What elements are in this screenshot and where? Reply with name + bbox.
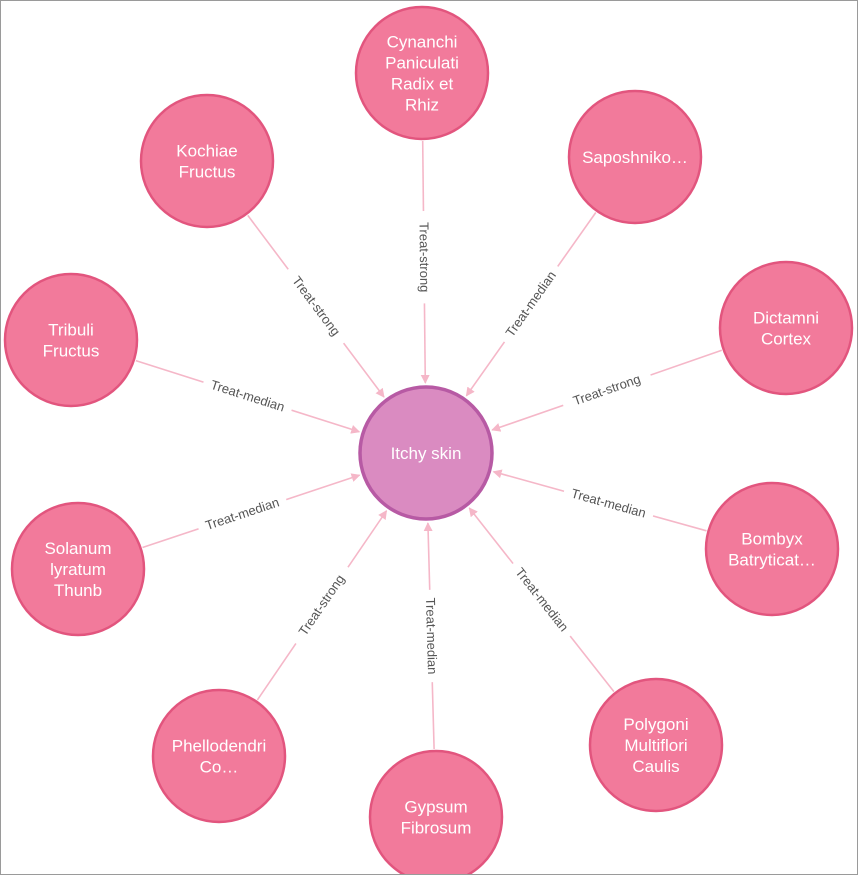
center-node[interactable]: Itchy skin (358, 385, 494, 521)
node-label-dictamni-line-0: Dictamni (753, 309, 819, 328)
node-label-polygoni-line-0: Polygoni (623, 715, 688, 734)
node-label-cynanchi-line-2: Radix et (391, 75, 454, 94)
node-label-bombyx-line-1: Batryticat… (728, 551, 816, 570)
edge-label-background (282, 263, 351, 348)
edge-label-dictamni: Treat-strong (571, 371, 642, 408)
node-label-dictamni-line-1: Cortex (761, 330, 812, 349)
edge-label-cynanchi: Treat-strong (417, 222, 433, 292)
edge-label-group-phellodendri: Treat-strong (288, 562, 354, 648)
node-label-gypsum-line-1: Fibrosum (401, 819, 472, 838)
node-circle-solanum[interactable] (10, 501, 146, 637)
edge-label-background (422, 589, 442, 683)
node-label-bombyx-line-0: Bombyx (741, 530, 803, 549)
node-circle-polygoni[interactable] (588, 677, 724, 813)
center-node-circle[interactable] (358, 385, 494, 521)
node-label-solanum-line-1: lyratum (50, 560, 106, 579)
edge-label-background (497, 261, 564, 346)
node-label-tribuli-line-1: Fructus (43, 342, 100, 361)
node-label-cynanchi-line-1: Paniculati (385, 54, 459, 73)
edge-label-background (288, 562, 354, 648)
edge-label-solanum: Treat-median (203, 494, 281, 533)
edge-label-kochiae: Treat-strong (289, 273, 343, 338)
node-circle-cynanchi[interactable] (354, 5, 490, 141)
edge-label-background (195, 491, 289, 536)
edge-label-polygoni: Treat-median (512, 565, 571, 635)
edge-label-phellodendri: Treat-strong (295, 572, 347, 639)
edge-label-background (560, 366, 653, 412)
edge-label-saposhnikovia: Treat-median (502, 268, 559, 339)
edge-label-group-bombyx: Treat-median (562, 482, 656, 523)
node-label-phellodendri-line-1: Co… (200, 758, 239, 777)
node-circle-tribuli[interactable] (3, 272, 139, 408)
node-label-phellodendri-line-0: Phellodendri (172, 737, 267, 756)
edge-label-group-kochiae: Treat-strong (282, 263, 351, 348)
node-saposhnikovia[interactable]: Saposhniko… (567, 89, 703, 225)
edge-label-group-saposhnikovia: Treat-median (497, 261, 564, 346)
edge-label-bombyx: Treat-median (570, 486, 648, 521)
edge-label-group-polygoni: Treat-median (507, 557, 578, 641)
node-circle-bombyx[interactable] (704, 481, 840, 617)
node-label-solanum-line-0: Solanum (44, 539, 111, 558)
edge-label-group-solanum: Treat-median (195, 491, 289, 536)
node-label-tribuli-line-0: Tribuli (48, 321, 94, 340)
center-node-label: Itchy skin (391, 444, 462, 463)
node-label-saposhnikovia-line-0: Saposhniko… (582, 148, 688, 167)
node-label-cynanchi-line-3: Rhiz (405, 96, 439, 115)
edge-label-tribuli: Treat-median (209, 377, 287, 415)
node-label-polygoni-line-2: Caulis (632, 757, 679, 776)
node-circle-dictamni[interactable] (718, 260, 854, 396)
node-circle-phellodendri[interactable] (151, 688, 287, 824)
edge-label-gypsum: Treat-median (423, 597, 440, 674)
edge-label-background (201, 373, 295, 417)
node-label-kochiae-line-0: Kochiae (176, 142, 237, 161)
edge-label-group-dictamni: Treat-strong (560, 366, 653, 412)
node-phellodendri[interactable]: PhellodendriCo… (151, 688, 287, 824)
node-label-solanum-line-2: Thunb (54, 581, 102, 600)
node-circle-kochiae[interactable] (139, 93, 275, 229)
node-circle-saposhnikovia[interactable] (567, 89, 703, 225)
node-label-cynanchi-line-0: Cynanchi (387, 33, 458, 52)
node-label-polygoni-line-1: Multiflori (624, 736, 687, 755)
edge-label-background (416, 210, 434, 304)
node-bombyx[interactable]: BombyxBatryticat… (704, 481, 840, 617)
node-circle-gypsum[interactable] (368, 749, 504, 874)
edge-label-background (562, 482, 656, 523)
edge-label-group-cynanchi: Treat-strong (416, 210, 434, 304)
node-label-gypsum-line-0: Gypsum (404, 798, 467, 817)
edge-label-group-tribuli: Treat-median (201, 373, 295, 417)
edge-label-group-gypsum: Treat-median (422, 589, 442, 683)
edge-label-background (507, 557, 578, 641)
node-label-kochiae-line-1: Fructus (179, 163, 236, 182)
